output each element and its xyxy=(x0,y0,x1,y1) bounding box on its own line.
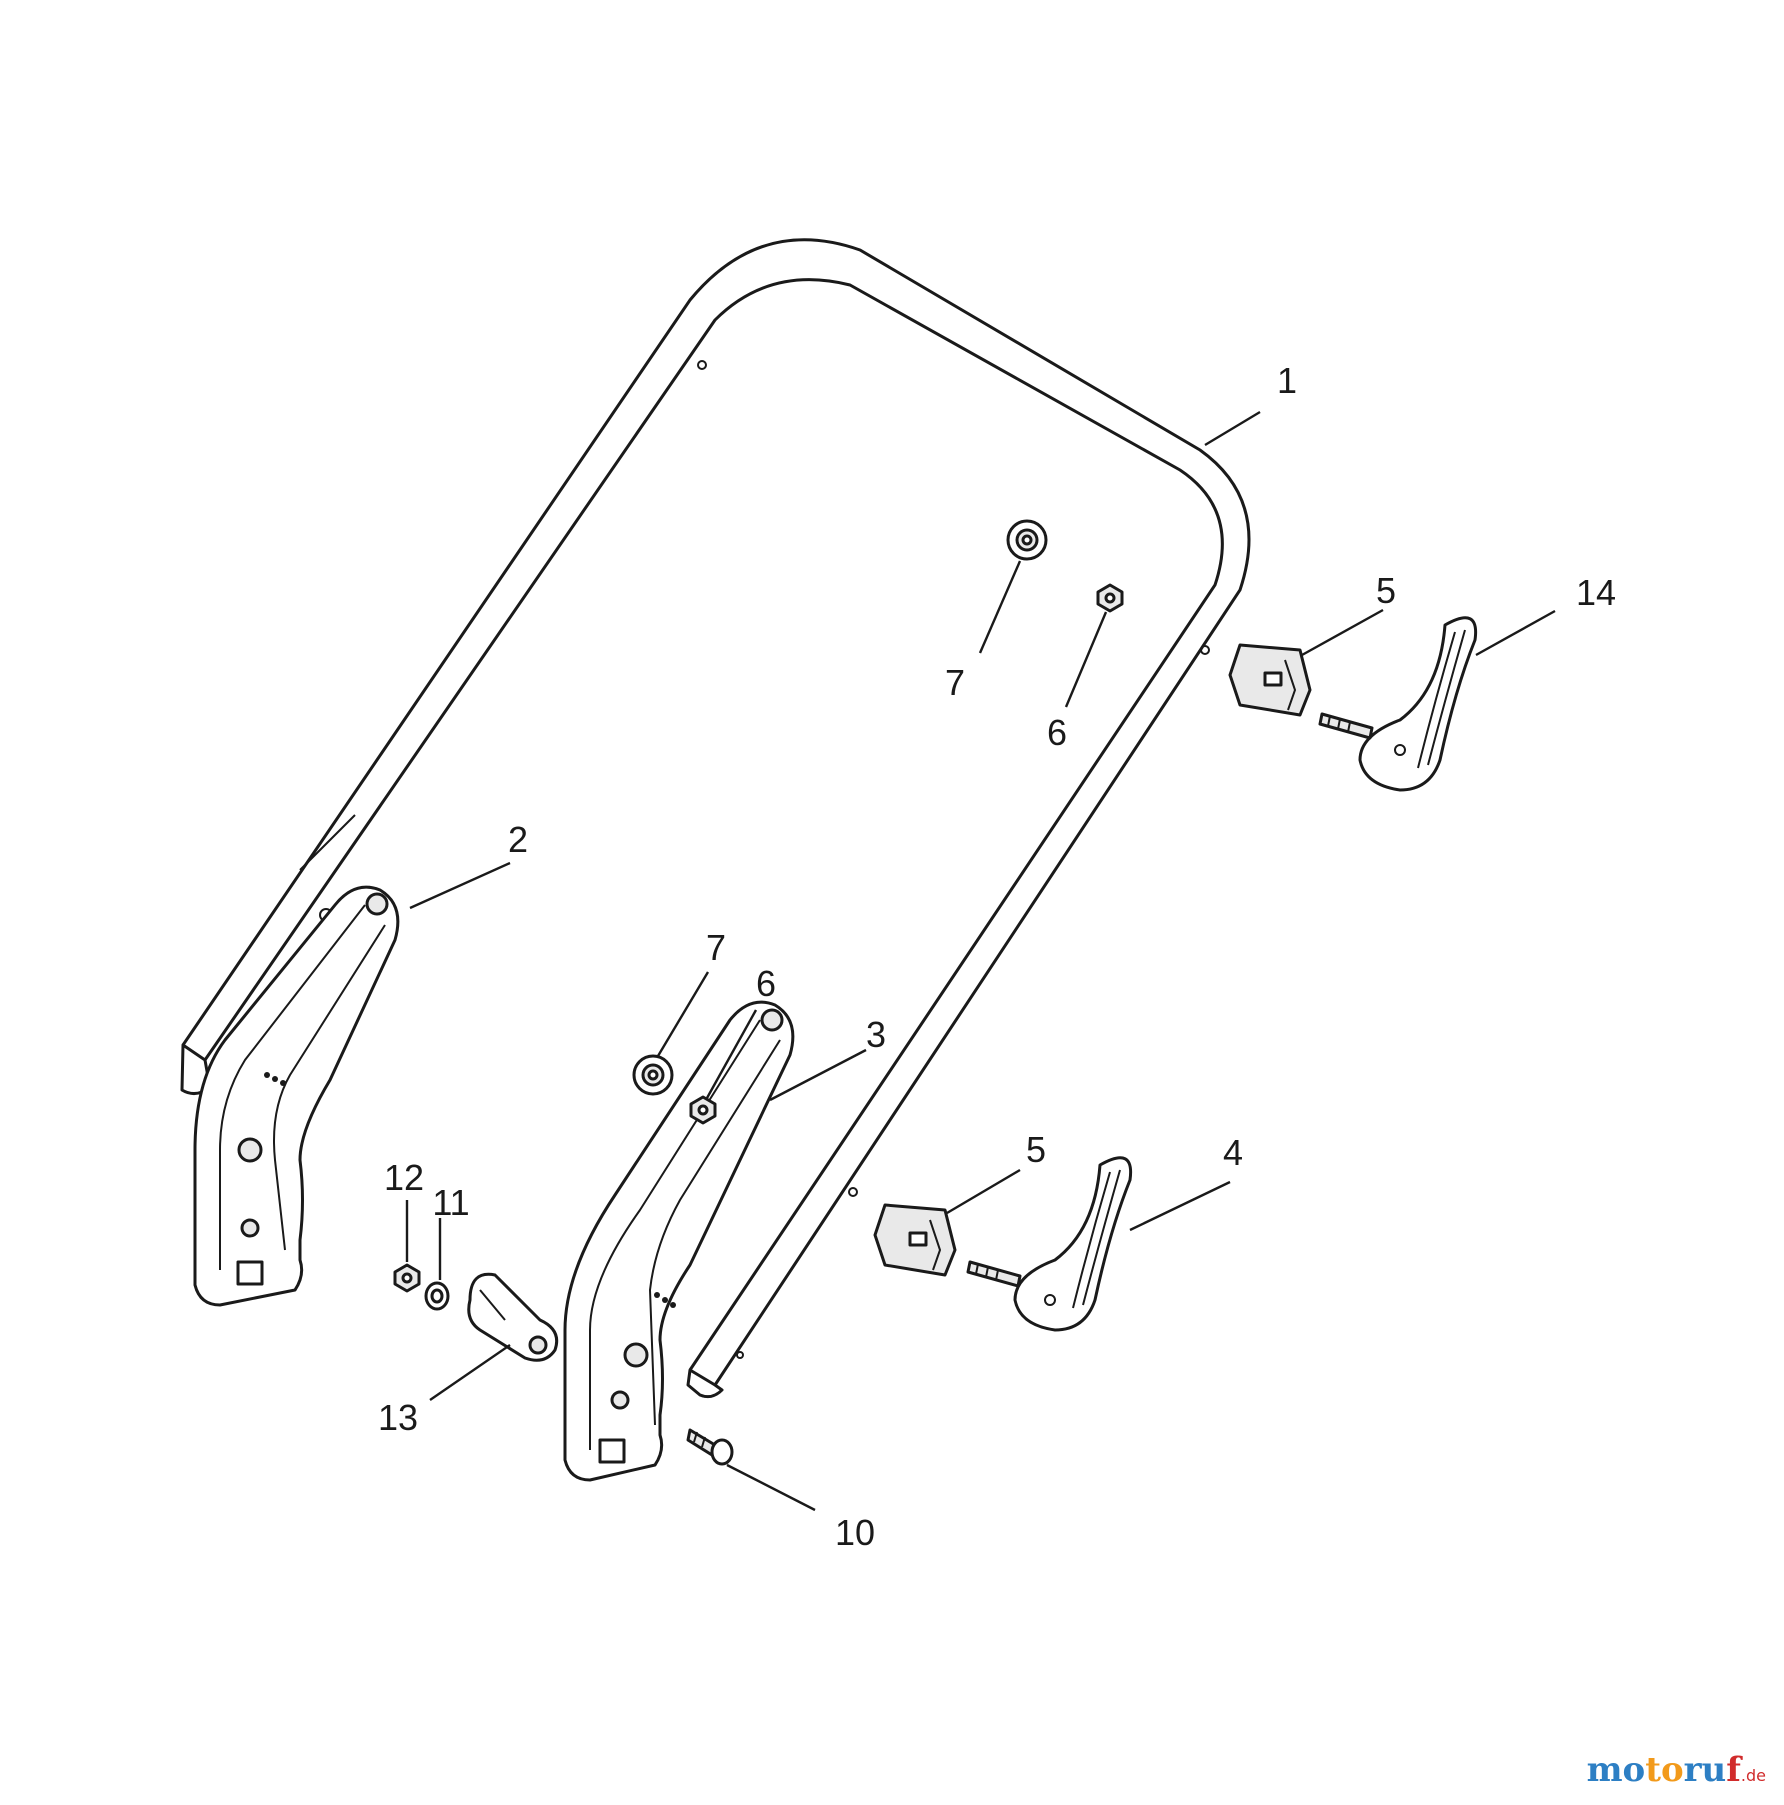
callout-6-lower: 6 xyxy=(756,963,776,1004)
watermark-part-1: mo xyxy=(1586,1750,1646,1790)
flange-nut-lower-part xyxy=(632,1054,674,1096)
leader-14 xyxy=(1475,609,1556,657)
callout-6-upper: 6 xyxy=(1047,712,1067,753)
callout-7-lower: 7 xyxy=(706,927,726,968)
knob-lever-upper-part xyxy=(1318,616,1478,792)
small-nut-part xyxy=(393,1263,421,1293)
leader-5-upper xyxy=(1301,608,1384,657)
leader-1 xyxy=(1204,410,1261,447)
callout-5-lower: 5 xyxy=(1026,1129,1046,1170)
callout-2: 2 xyxy=(508,819,528,860)
callout-10: 10 xyxy=(835,1512,875,1553)
leader-7-upper xyxy=(978,560,1022,654)
callout-labels: 1 2 3 4 5 5 6 6 7 7 10 11 12 13 14 xyxy=(378,360,1616,1553)
callout-1: 1 xyxy=(1277,360,1297,401)
callout-7-upper: 7 xyxy=(945,662,965,703)
leader-3 xyxy=(769,1048,867,1102)
callout-13: 13 xyxy=(378,1397,418,1438)
leader-4 xyxy=(1129,1180,1231,1232)
watermark-part-4: f xyxy=(1726,1750,1741,1790)
callout-5-upper: 5 xyxy=(1376,570,1396,611)
leader-13 xyxy=(429,1344,511,1401)
leader-lines xyxy=(405,410,1556,1512)
handle-tube-part xyxy=(180,238,1251,1399)
watermark-tld: .de xyxy=(1740,1766,1766,1785)
callout-14: 14 xyxy=(1576,572,1616,613)
right-bracket-part xyxy=(563,1000,795,1482)
leader-5-lower xyxy=(946,1168,1021,1215)
callout-4: 4 xyxy=(1223,1132,1243,1173)
callout-3: 3 xyxy=(866,1014,886,1055)
left-bracket-part xyxy=(193,885,400,1307)
watermark-part-2: to xyxy=(1645,1750,1684,1790)
leader-2 xyxy=(409,861,511,910)
hex-nut-upper-part xyxy=(1096,583,1124,613)
washer-part xyxy=(424,1281,450,1311)
leader-10 xyxy=(726,1463,816,1512)
leader-6-upper xyxy=(1064,611,1108,708)
link-arm-part xyxy=(467,1272,559,1362)
motoruf-watermark-logo: motoruf.de xyxy=(1587,1750,1766,1790)
callout-11: 11 xyxy=(432,1182,469,1223)
spacer-block-upper-part xyxy=(1228,643,1312,717)
hex-nut-lower-part xyxy=(689,1095,717,1125)
watermark-part-3: ru xyxy=(1683,1750,1727,1790)
leader-7-lower xyxy=(656,971,710,1057)
leader-6-lower xyxy=(705,1009,758,1099)
knob-lever-lower-part xyxy=(966,1156,1133,1332)
callout-12: 12 xyxy=(384,1157,424,1198)
screw-part xyxy=(686,1428,734,1466)
spacer-block-lower-part xyxy=(873,1203,957,1277)
flange-nut-upper-part xyxy=(1006,519,1048,561)
